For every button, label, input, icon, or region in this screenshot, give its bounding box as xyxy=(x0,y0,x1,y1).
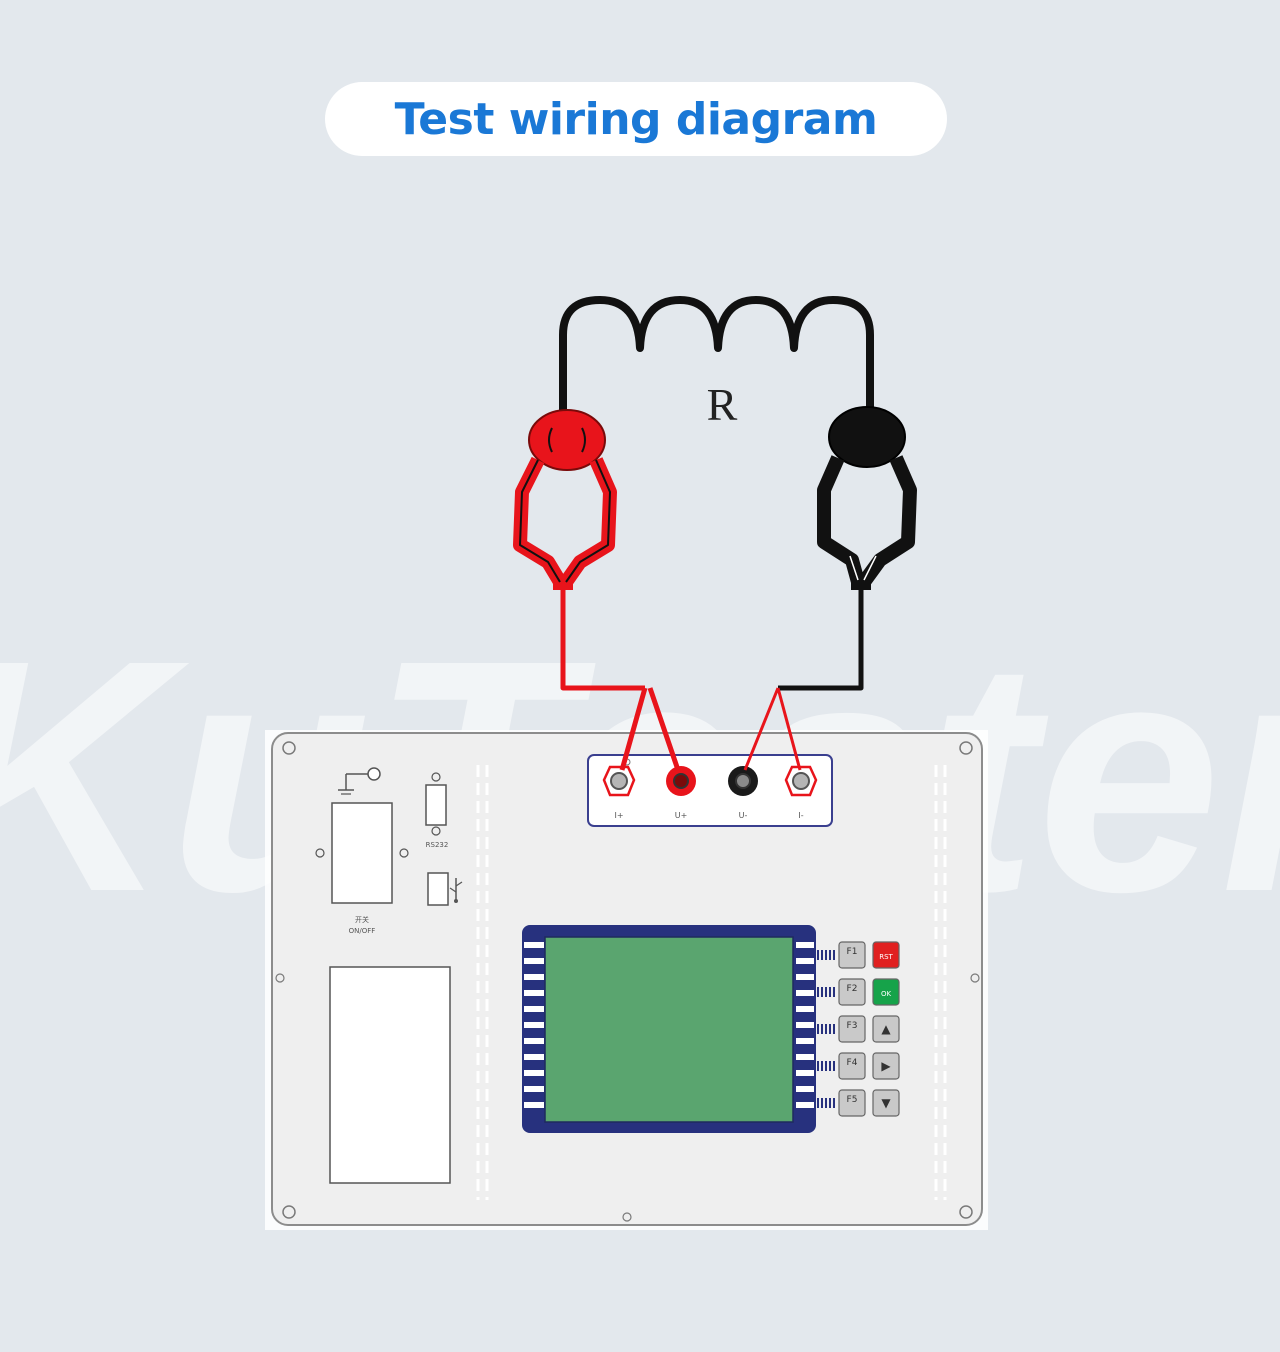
port-label-i-plus: I+ xyxy=(614,811,623,820)
title-banner: Test wiring diagram xyxy=(325,82,947,156)
rst-key[interactable]: RST xyxy=(872,941,900,969)
up-arrow-key[interactable]: ▲ xyxy=(872,1015,900,1043)
power-switch[interactable] xyxy=(315,802,409,904)
ground-icon xyxy=(338,767,381,795)
red-alligator-clip xyxy=(513,409,617,590)
page-title: Test wiring diagram xyxy=(394,93,878,145)
function-key-f5[interactable]: F5 xyxy=(838,1089,866,1117)
resistor-coil xyxy=(559,296,874,444)
power-label-en: ON/OFF xyxy=(349,927,376,935)
right-arrow-icon: ▶ xyxy=(881,1059,891,1073)
printer-slot xyxy=(329,966,451,1184)
terminal-i-minus[interactable] xyxy=(784,765,818,797)
up-arrow-icon: ▲ xyxy=(881,1022,891,1036)
function-key-f3[interactable]: F3 xyxy=(838,1015,866,1043)
rs232-label: RS232 xyxy=(426,841,449,849)
rs232-port xyxy=(425,772,447,836)
ok-key[interactable]: OK xyxy=(872,978,900,1006)
usb-icon xyxy=(449,878,463,903)
sense-wire xyxy=(743,687,802,771)
lcd-display xyxy=(522,925,816,1133)
ok-key-label: OK xyxy=(881,990,892,998)
black-lead-wire xyxy=(778,588,864,691)
terminal-block xyxy=(587,754,833,827)
down-arrow-icon: ▼ xyxy=(881,1096,891,1110)
resistor-label: R xyxy=(707,379,738,430)
port-label-u-minus: U- xyxy=(739,811,748,820)
function-key-f1[interactable]: F1 xyxy=(838,941,866,969)
function-key-label: F1 xyxy=(847,947,858,957)
function-key-label: F5 xyxy=(847,1095,858,1105)
function-key-label: F4 xyxy=(847,1058,858,1068)
power-label-cn: 开关 xyxy=(355,915,369,924)
port-label-i-minus: I- xyxy=(798,811,803,820)
usb-port xyxy=(427,872,449,906)
terminal-u-plus[interactable] xyxy=(666,766,696,796)
port-label-u-plus: U+ xyxy=(675,811,688,820)
function-key-f2[interactable]: F2 xyxy=(838,978,866,1006)
down-arrow-key[interactable]: ▼ xyxy=(872,1089,900,1117)
rst-key-label: RST xyxy=(879,953,893,961)
function-key-label: F3 xyxy=(847,1021,858,1031)
terminal-i-plus[interactable] xyxy=(602,765,636,797)
function-key-label: F2 xyxy=(847,984,858,994)
terminal-u-minus[interactable] xyxy=(728,766,758,796)
black-alligator-clip xyxy=(817,406,917,590)
function-key-f4[interactable]: F4 xyxy=(838,1052,866,1080)
right-arrow-key[interactable]: ▶ xyxy=(872,1052,900,1080)
